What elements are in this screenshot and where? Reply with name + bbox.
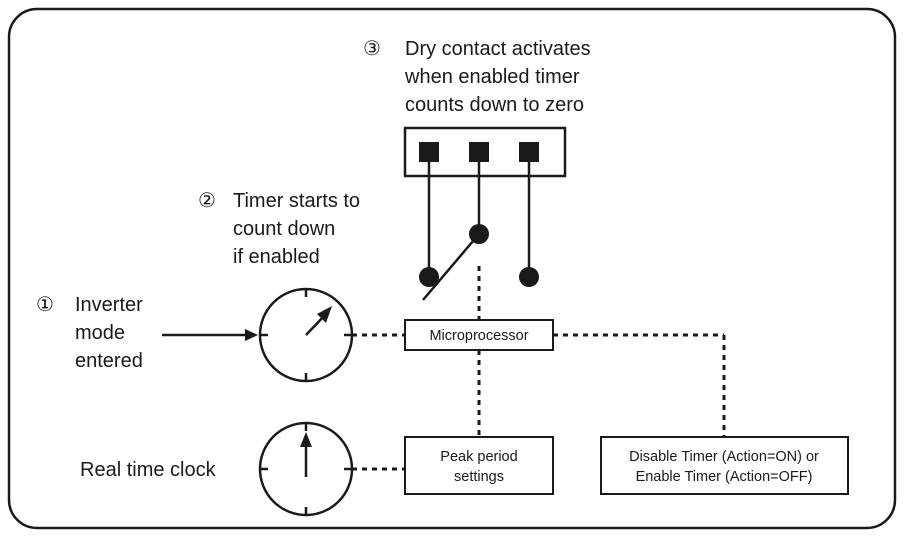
relay-switch-arm (422, 233, 480, 301)
dotted-connectors (352, 266, 726, 471)
arrowhead (245, 329, 258, 341)
step1-line3: entered (75, 350, 143, 372)
timer-action-line1: Disable Timer (Action=ON) or (629, 449, 819, 465)
terminal-2 (469, 142, 489, 162)
peak-period-line2: settings (454, 469, 504, 485)
step1-line2: mode (75, 322, 125, 344)
step2-line2: count down (233, 218, 335, 240)
contact-no (519, 267, 539, 287)
step1-line1: Inverter (75, 294, 143, 316)
microprocessor-label: Microprocessor (429, 328, 528, 344)
step3-line2: when enabled timer (404, 66, 580, 88)
step2-line1: Timer starts to (233, 190, 360, 212)
step3-line3: counts down to zero (405, 94, 584, 116)
step3-number: ③ (363, 38, 381, 60)
terminal-1 (419, 142, 439, 162)
relay-contacts (419, 162, 539, 301)
terminal-3 (519, 142, 539, 162)
real-time-clock-icon (258, 421, 354, 517)
timer-action-box (600, 436, 849, 495)
dry-contact-terminal (403, 126, 567, 178)
timer-dial-icon (258, 287, 354, 383)
step2-line3: if enabled (233, 246, 320, 268)
peak-period-box (404, 436, 554, 495)
step2-number: ② (198, 190, 216, 212)
timer-action-line2: Enable Timer (Action=OFF) (636, 469, 813, 485)
real-time-clock-label: Real time clock (80, 459, 217, 481)
outer-frame (7, 7, 897, 530)
peak-period-line1: Peak period (440, 449, 517, 465)
contact-nc (419, 267, 439, 287)
microprocessor-box (404, 319, 554, 351)
step3-line1: Dry contact activates (405, 38, 591, 60)
step1-number: ① (36, 294, 54, 316)
